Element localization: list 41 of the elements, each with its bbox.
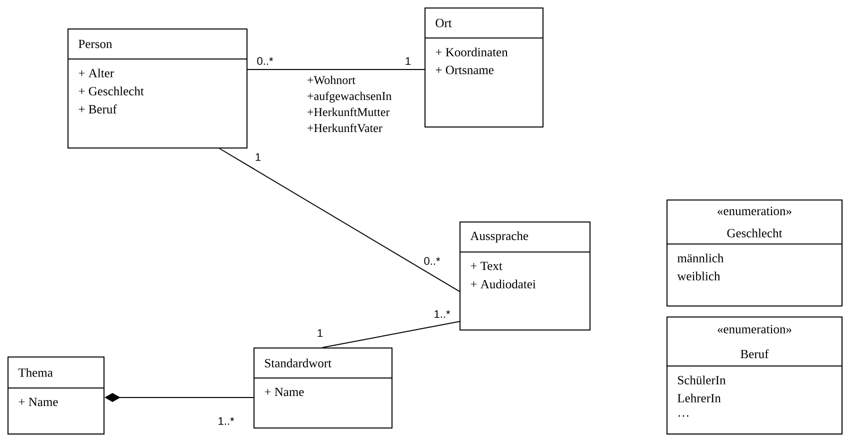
class-box [68,28,248,148]
class-name: Aussprache [470,231,528,243]
attribute: männlich [677,254,724,262]
attribute: + Beruf [78,104,117,114]
attribute: + Alter [78,68,114,78]
attribute: + Name [264,388,304,396]
multiplicity: 1 [318,329,323,337]
multiplicity: 0..* [424,257,440,265]
role-names: +Wohnort +aufgewachsenIn +HerkunftMutter +HerkunftVater [308,76,392,132]
class-name: Beruf [740,349,769,358]
class-box [254,348,392,428]
class-box [666,316,842,434]
attribute: + Text [470,262,502,270]
class-name: «enumeration» [718,324,792,334]
class-box [666,200,842,306]
attribute: … [678,415,688,417]
class-name: Person [78,40,112,48]
class-name: Thema [18,368,53,377]
attribute: SchülerIn [678,376,726,384]
multiplicity: 1 [256,153,261,161]
attribute: + Audiodatei [470,280,536,288]
attribute: + Ortsname [436,66,494,74]
class-name: «enumeration» [718,206,792,216]
multiplicity: 1 [406,57,411,65]
class-box [460,222,590,330]
attribute: + Name [18,398,58,406]
class-name: Geschlecht [727,228,782,238]
multiplicity: 1..* [218,417,234,425]
attribute: LehrerIn [678,394,721,402]
attribute: + Geschlecht [78,86,144,96]
association-line [322,321,460,348]
class-name: Ort [436,18,452,28]
association-line [247,69,425,70]
class-name: Standardwort [265,358,332,368]
multiplicity: 0..* [257,57,274,65]
class-box [8,356,104,434]
association-line [219,148,460,292]
attribute: weiblich [677,272,720,280]
class-box [424,8,544,128]
attribute: + Koordinaten [436,48,508,56]
multiplicity: 1..* [434,310,450,318]
